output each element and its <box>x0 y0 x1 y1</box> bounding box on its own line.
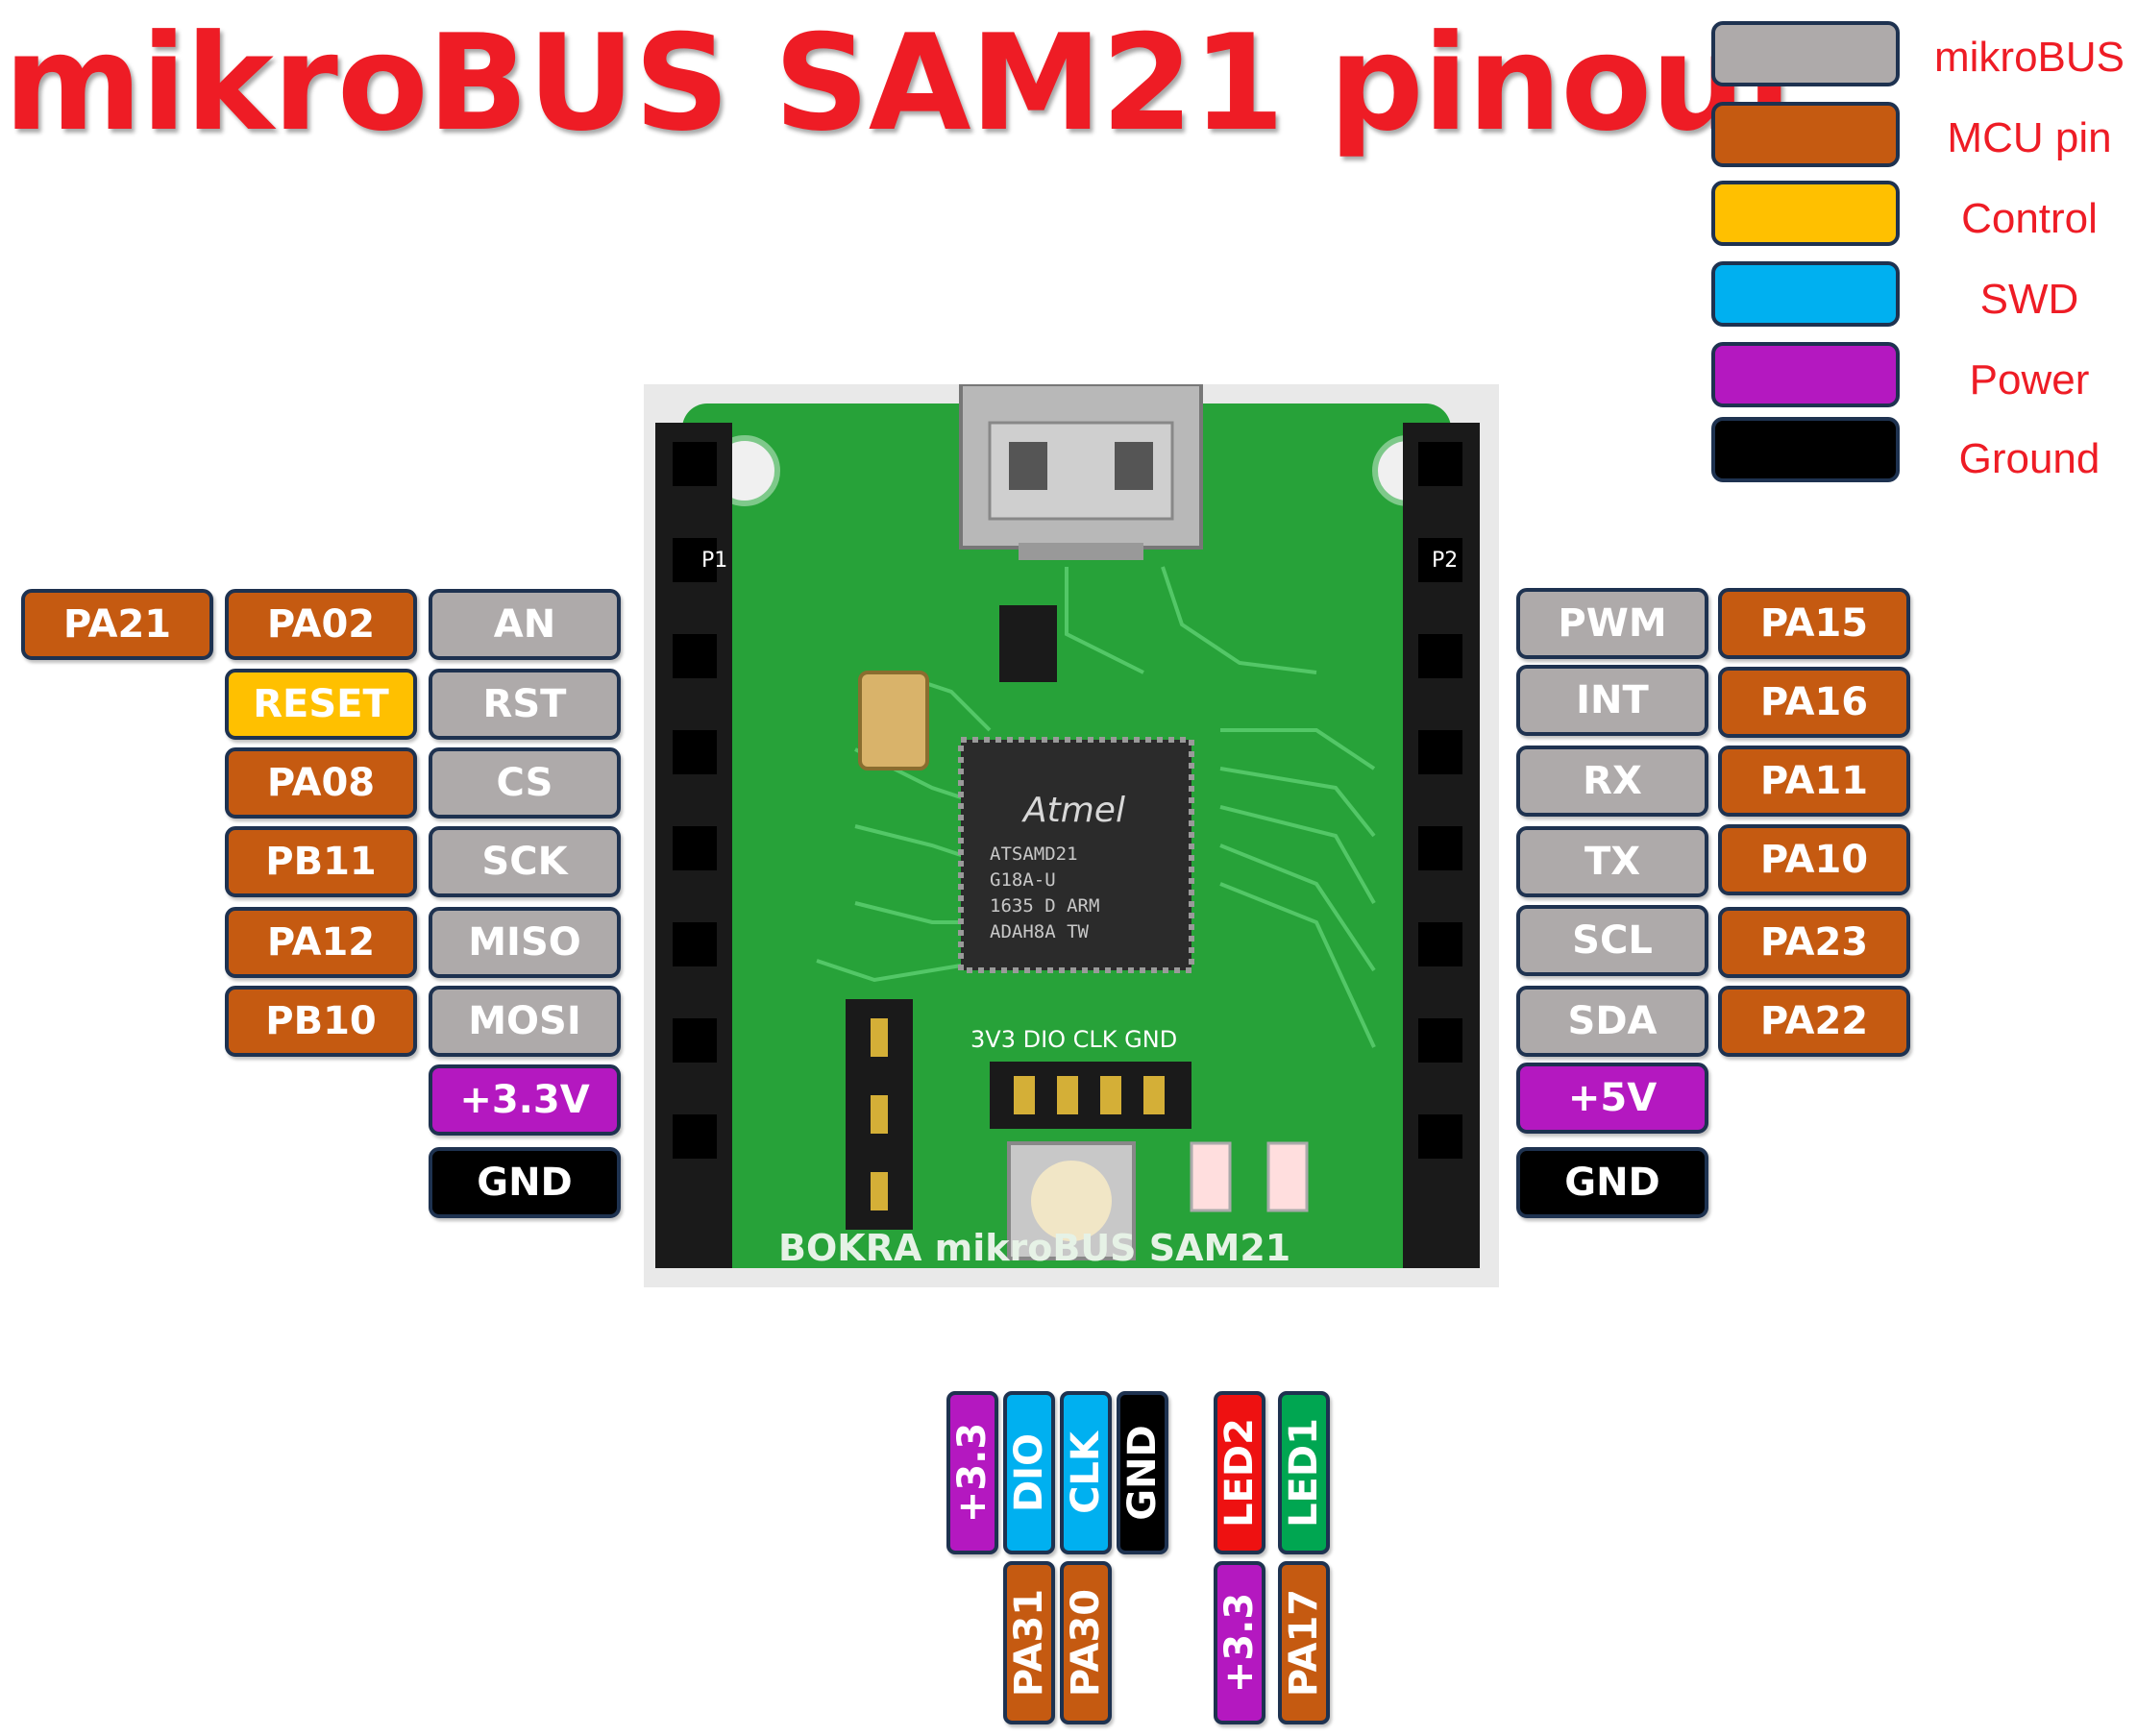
led1-pin-pa17: PA17 <box>1278 1561 1330 1724</box>
swd-pin-dio: DIO <box>1003 1391 1055 1554</box>
p2-label: P2 <box>1432 549 1458 573</box>
legend-label-mikrobus: mikroBUS <box>1933 34 2125 81</box>
chip-line: ADAH8A TW <box>990 921 1090 942</box>
led2-label: LED2 <box>1214 1391 1265 1554</box>
chip-line: ATSAMD21 <box>990 844 1078 865</box>
pin-label-gnd-left: GND <box>429 1147 621 1218</box>
pin-label-scl: SCL <box>1516 905 1708 976</box>
pin-label-an: AN <box>429 589 621 660</box>
pin-label-pa22: PA22 <box>1718 986 1910 1057</box>
swd-pin-gnd: GND <box>1117 1391 1168 1554</box>
legend-label-swd: SWD <box>1979 276 2079 323</box>
pin-label-pa08: PA08 <box>225 747 417 819</box>
legend-label-ground: Ground <box>1958 435 2100 482</box>
pin-label-pb11: PB11 <box>225 826 417 897</box>
reset-switch <box>1007 1141 1136 1260</box>
p1-sockets <box>673 442 717 1159</box>
pin-label-mosi: MOSI <box>429 986 621 1057</box>
p6-header <box>990 1062 1191 1129</box>
pin-label-gnd-right: GND <box>1516 1147 1708 1218</box>
u2-chip <box>999 605 1057 682</box>
swd-pin-pa30: PA30 <box>1060 1561 1112 1724</box>
pin-label-pa23: PA23 <box>1718 907 1910 978</box>
pin-label-cs: CS <box>429 747 621 819</box>
chip-line: 1635 D ARM <box>990 895 1099 917</box>
led1 <box>1266 1141 1309 1212</box>
legend-swatch-mikrobus <box>1711 21 1900 86</box>
crystal <box>858 671 929 770</box>
pin-label-pb10: PB10 <box>225 986 417 1057</box>
led2-supply-label: +3.3 <box>1214 1561 1265 1724</box>
pin-label-int: INT <box>1516 665 1708 736</box>
pin-label-pa21: PA21 <box>21 589 213 660</box>
page-title: mikroBUS SAM21 pinout <box>4 6 1807 160</box>
legend-label-mcu-pin: MCU pin <box>1947 114 2112 161</box>
legend-swatch-power <box>1711 342 1900 407</box>
legend-swatch-mcu-pin <box>1711 102 1900 167</box>
pin-label-3v3: +3.3V <box>429 1064 621 1136</box>
swd-pin-3v3: +3.3 <box>946 1391 998 1554</box>
chip-line: G18A-U <box>990 869 1056 891</box>
pin-label-sck: SCK <box>429 826 621 897</box>
legend-swatch-control <box>1711 181 1900 246</box>
pin-label-rst: RST <box>429 669 621 740</box>
pin-label-pa16: PA16 <box>1718 667 1910 738</box>
chip-brand: Atmel <box>1021 791 1125 830</box>
board-silk: BOKRA mikroBUS SAM21 <box>778 1227 1290 1269</box>
p6-silk: 3V3 DIO CLK GND <box>970 1026 1177 1053</box>
pin-label-pa02: PA02 <box>225 589 417 660</box>
legend-swatch-ground <box>1711 417 1900 482</box>
pin-label-miso: MISO <box>429 907 621 978</box>
pin-label-sda: SDA <box>1516 986 1708 1057</box>
p2-sockets <box>1418 442 1462 1159</box>
pin-label-pa11: PA11 <box>1718 746 1910 817</box>
pin-label-pwm: PWM <box>1516 588 1708 659</box>
legend-swatch-swd <box>1711 261 1900 327</box>
board-image: P1 P2 Atmel ATSAMD21 G18A-U 1635 D ARM A… <box>644 384 1499 1287</box>
pin-label-pa10: PA10 <box>1718 824 1910 895</box>
pin-label-reset: RESET <box>225 669 417 740</box>
pin-label-rx: RX <box>1516 746 1708 817</box>
swd-pin-pa31: PA31 <box>1003 1561 1055 1724</box>
legend-label-power: Power <box>1969 356 2090 403</box>
led2 <box>1190 1141 1232 1212</box>
pin-label-tx: TX <box>1516 826 1708 897</box>
mcu-chip: Atmel ATSAMD21 G18A-U 1635 D ARM ADAH8A … <box>958 737 1194 973</box>
pin-label-pa15: PA15 <box>1718 588 1910 659</box>
p1-label: P1 <box>701 549 727 573</box>
pin-label-5v: +5V <box>1516 1063 1708 1134</box>
swd-pin-clk: CLK <box>1060 1391 1112 1554</box>
usb-connector <box>959 384 1203 560</box>
led1-label: LED1 <box>1278 1391 1330 1554</box>
p4-header <box>846 999 913 1230</box>
pin-label-pa12: PA12 <box>225 907 417 978</box>
legend-label-control: Control <box>1961 195 2098 242</box>
